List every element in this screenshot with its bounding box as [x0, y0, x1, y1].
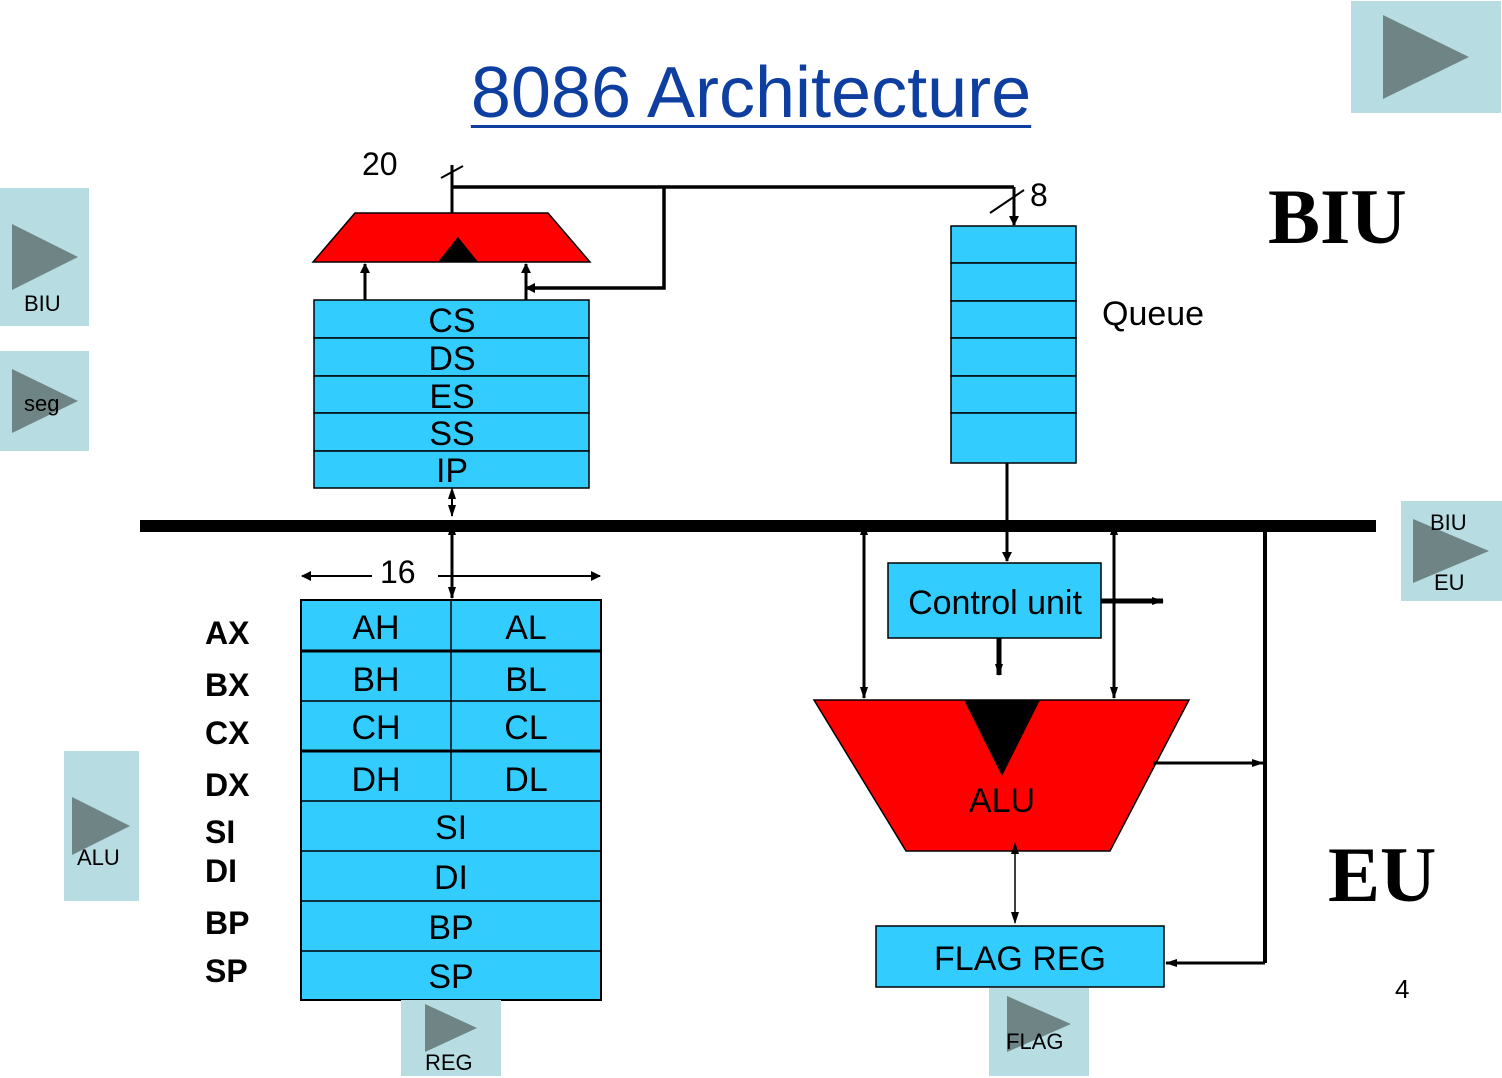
biu-eu-nav-label-top: BIU: [1430, 510, 1467, 535]
queue-label: Queue: [1102, 295, 1204, 333]
alu-black-triangle: [964, 700, 1040, 776]
register-name-bp: BP: [205, 905, 249, 941]
segment-label-es: ES: [429, 378, 474, 416]
alu-nav-label: ALU: [77, 845, 120, 870]
reg-nav-label: REG: [425, 1050, 473, 1075]
segment-register-ds: [313, 337, 590, 377]
segment-register-ip: [313, 450, 590, 489]
play-icon: [12, 224, 78, 290]
segment-register-block: [313, 299, 590, 489]
register-name-sp: SP: [205, 953, 248, 989]
bus-8-tick: [989, 189, 1025, 214]
register-name-dx: DX: [205, 767, 250, 803]
segment-register-cs: [313, 299, 590, 339]
control-unit-box: [887, 562, 1102, 639]
bus-8-label: 8: [1030, 177, 1048, 213]
play-icon: [425, 1004, 477, 1052]
adder-black-triangle: [438, 237, 478, 262]
page-title-text: 8086 Architecture: [470, 53, 1032, 133]
segment-label-ip: IP: [436, 452, 468, 490]
play-icon: [1383, 15, 1469, 99]
width-16-label: 16: [380, 554, 416, 590]
register-cell-bp: BP: [428, 909, 473, 947]
register-cell-di: DI: [434, 859, 468, 897]
instruction-queue: [950, 225, 1077, 464]
register-cell-si: SI: [435, 809, 467, 847]
register-cell-ch: CH: [351, 709, 400, 747]
register-cell-bl: BL: [505, 661, 547, 699]
register-cell-dh: DH: [351, 761, 400, 799]
play-icon: [1007, 996, 1071, 1052]
next-slide-button[interactable]: [1351, 1, 1501, 113]
address-adder: [311, 212, 592, 263]
segment-label-ds: DS: [428, 340, 475, 378]
alu-trapezoid: [812, 699, 1191, 852]
register-cell-sp: SP: [428, 958, 473, 996]
alu-nav-button[interactable]: ALU: [64, 751, 139, 901]
biu-nav-button[interactable]: BIU: [0, 188, 89, 326]
register-name-di: DI: [205, 853, 237, 889]
eu-heading: EU: [1328, 831, 1437, 918]
play-icon: [1413, 519, 1489, 583]
biu-nav-label: BIU: [24, 291, 61, 316]
flag-nav-button[interactable]: FLAG: [989, 988, 1089, 1076]
register-cell-dl: DL: [504, 761, 547, 799]
seg-nav-button[interactable]: seg: [0, 351, 89, 451]
register-cell-bh: BH: [352, 661, 399, 699]
bus-20-label: 20: [362, 146, 398, 182]
flag-nav-label: FLAG: [1006, 1029, 1064, 1054]
page-title: 8086 Architecture: [0, 52, 1502, 134]
seg-nav-label: seg: [24, 391, 60, 416]
register-cell-cl: CL: [504, 709, 547, 747]
register-name-si: SI: [205, 814, 235, 850]
register-name-cx: CX: [205, 715, 250, 751]
control-unit-label: Control unit: [908, 584, 1082, 622]
page-number: 4: [1395, 974, 1409, 1004]
register-name-bx: BX: [205, 667, 250, 703]
alu-label: ALU: [969, 782, 1035, 820]
general-register-block: [300, 599, 602, 1001]
biu-eu-nav-label-bottom: EU: [1434, 570, 1465, 595]
biu-heading: BIU: [1268, 173, 1407, 260]
reg-nav-button[interactable]: REG: [401, 1000, 501, 1076]
biu-eu-nav-button[interactable]: BIU EU: [1401, 501, 1502, 601]
play-icon: [12, 369, 78, 433]
segment-register-ss: [313, 412, 590, 452]
flag-register-box: [875, 925, 1165, 988]
flag-register-label: FLAG REG: [934, 940, 1106, 978]
segment-label-cs: CS: [428, 302, 475, 340]
register-cell-al: AL: [505, 609, 547, 647]
play-icon: [72, 797, 130, 855]
bus-20-tick: [440, 165, 464, 179]
register-cell-ah: AH: [352, 609, 399, 647]
register-name-ax: AX: [205, 615, 250, 651]
bus-feed-to-adder: [525, 187, 666, 293]
segment-label-ss: SS: [429, 415, 474, 453]
segment-register-es: [313, 375, 590, 414]
